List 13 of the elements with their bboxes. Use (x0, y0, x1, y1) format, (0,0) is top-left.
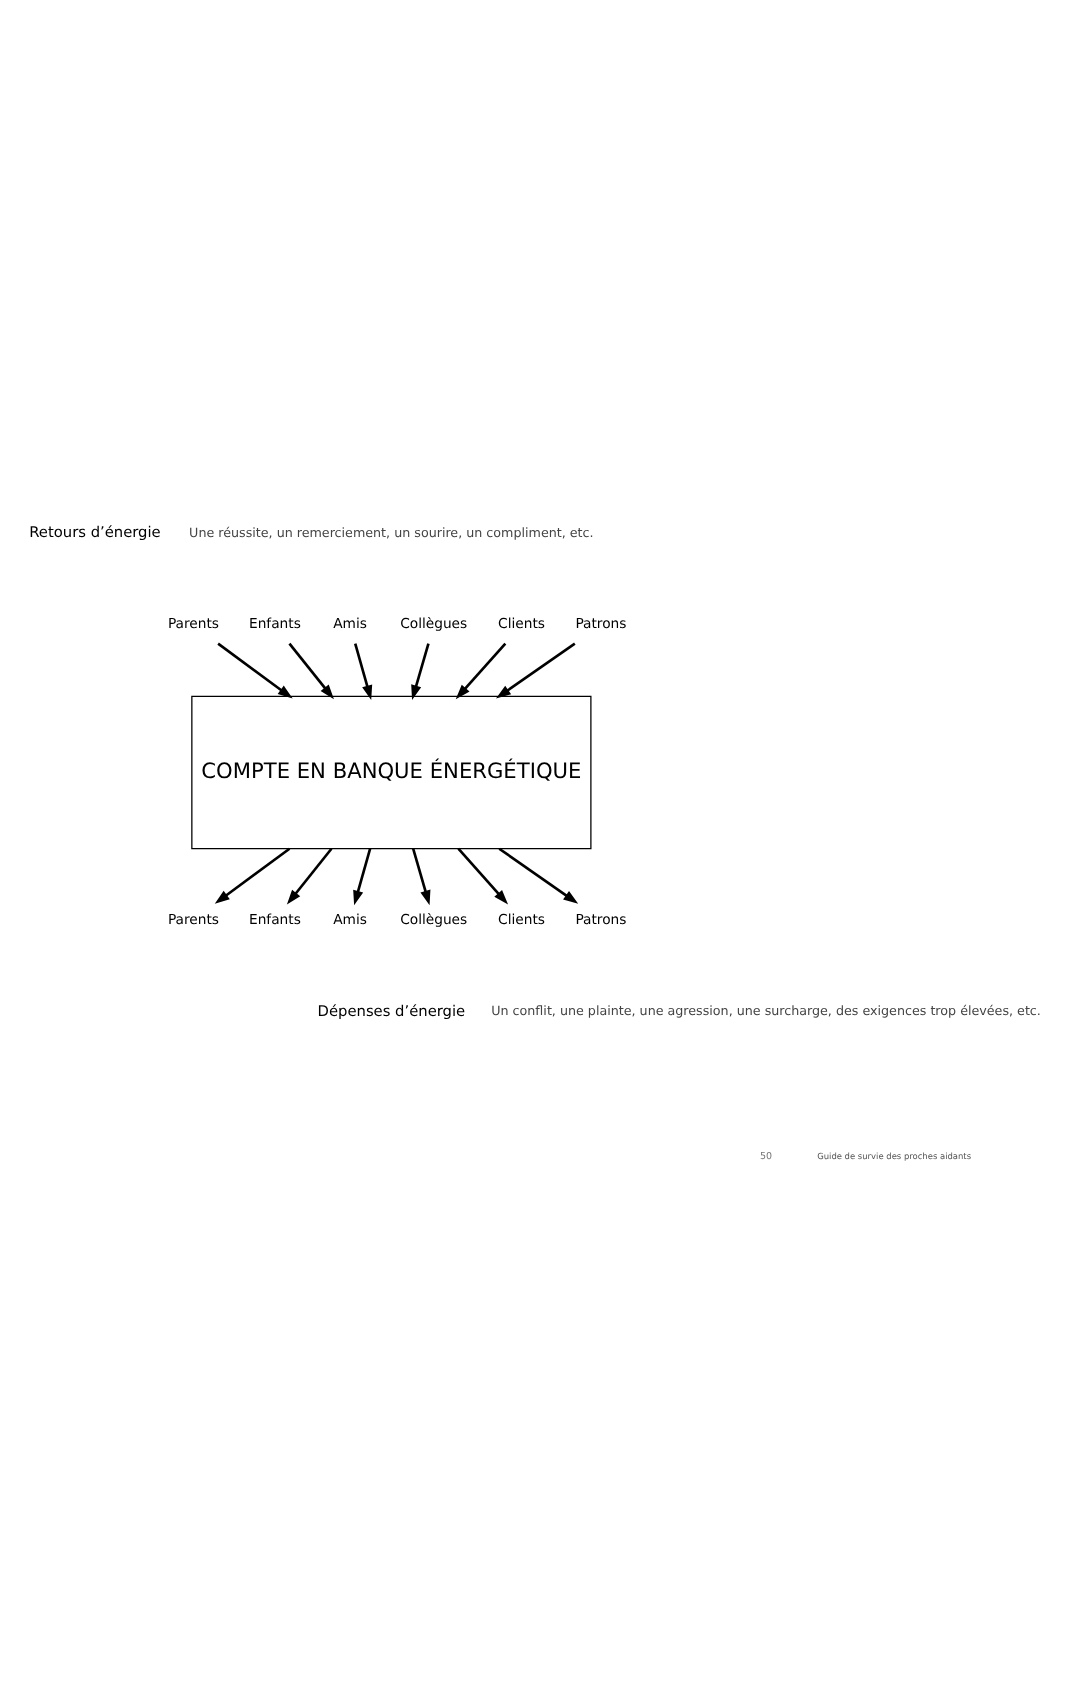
arrow (286, 846, 333, 904)
arrow (288, 641, 334, 699)
arrow (455, 641, 507, 699)
arrow (353, 847, 372, 905)
arrow (217, 641, 293, 698)
arrow (495, 641, 576, 698)
arrow (411, 642, 430, 700)
arrow (498, 846, 579, 903)
arrow (353, 642, 373, 700)
arrow (411, 847, 431, 905)
arrow (214, 846, 291, 903)
node-box: COMPTE EN BANQUE ÉNERGÉTIQUE (191, 694, 592, 849)
arrow (457, 846, 509, 904)
